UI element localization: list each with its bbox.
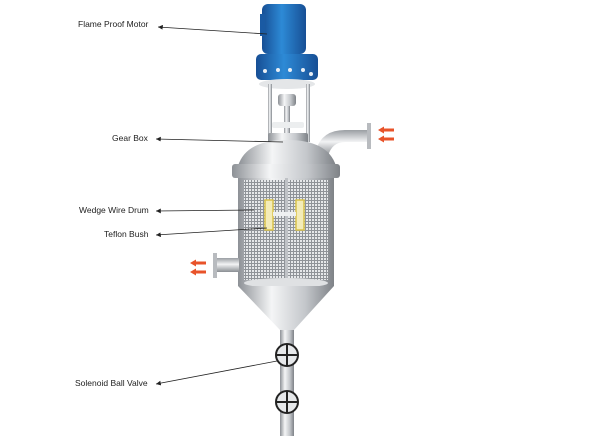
label-flame-proof-motor: Flame Proof Motor bbox=[78, 19, 149, 29]
motor-flange bbox=[256, 54, 318, 80]
inlet-arrows bbox=[378, 126, 394, 143]
label-gear-box: Gear Box bbox=[112, 133, 148, 143]
ball-valve-lower bbox=[275, 390, 299, 414]
outlet-pipe bbox=[213, 253, 239, 278]
flame-proof-motor bbox=[256, 4, 318, 89]
bush-leader-line bbox=[155, 227, 268, 238]
vessel-cone bbox=[238, 286, 334, 330]
outlet-arrows bbox=[190, 259, 206, 276]
solenoid-ball-valve bbox=[275, 343, 299, 367]
motor-leader-line bbox=[157, 24, 268, 35]
gear-box bbox=[268, 84, 310, 145]
label-solenoid-ball-valve: Solenoid Ball Valve bbox=[75, 378, 148, 388]
vessel-lid bbox=[238, 140, 336, 166]
drum-leader-line bbox=[155, 208, 255, 214]
valve-leader-line bbox=[155, 360, 278, 386]
gearbox-leader-line bbox=[155, 136, 284, 143]
label-teflon-bush: Teflon Bush bbox=[104, 229, 149, 239]
teflon-bush bbox=[264, 199, 305, 231]
label-wedge-wire-drum: Wedge Wire Drum bbox=[79, 205, 149, 215]
wedge-wire-drum bbox=[238, 178, 334, 288]
inlet-pipe bbox=[316, 123, 371, 156]
lid-rim bbox=[232, 164, 340, 178]
